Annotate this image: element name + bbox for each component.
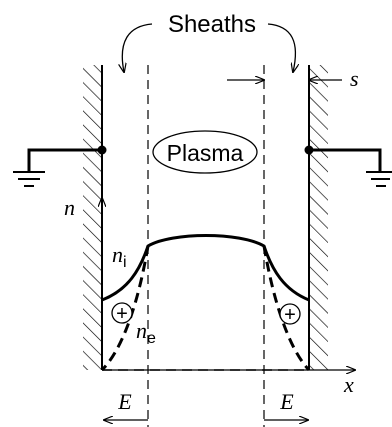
right-wall: [308, 65, 328, 370]
right-ground-icon: [304, 145, 392, 187]
plasma-ellipse: [152, 130, 258, 174]
svg-text:+: +: [284, 304, 296, 326]
plasma-label: Plasma: [167, 140, 244, 166]
ion-density-subscript: i: [123, 254, 127, 271]
position-axis-label: x: [343, 372, 354, 397]
positive-ion-right-icon: +: [279, 303, 301, 326]
sheath-arrow-right: [267, 23, 295, 72]
left-wall: [83, 65, 103, 370]
electron-density-subscript: e: [147, 330, 156, 347]
ion-density-curve: [101, 234, 310, 302]
density-axis-label: n: [64, 195, 75, 220]
field-label-right: E: [279, 389, 294, 414]
electron-density-label: ne: [136, 318, 156, 347]
electron-density-curve-right: [262, 245, 311, 372]
ion-density-label: ni: [112, 242, 127, 271]
sheath-arrow-left: [122, 23, 153, 72]
svg-text:+: +: [116, 303, 128, 325]
electron-density-curve-left: [100, 245, 150, 372]
sheath-width-label: s: [350, 66, 359, 91]
sheaths-label: Sheaths: [168, 11, 256, 38]
left-ground-icon: [13, 145, 107, 187]
positive-ion-left-icon: +: [111, 302, 133, 325]
field-label-left: E: [117, 389, 132, 414]
